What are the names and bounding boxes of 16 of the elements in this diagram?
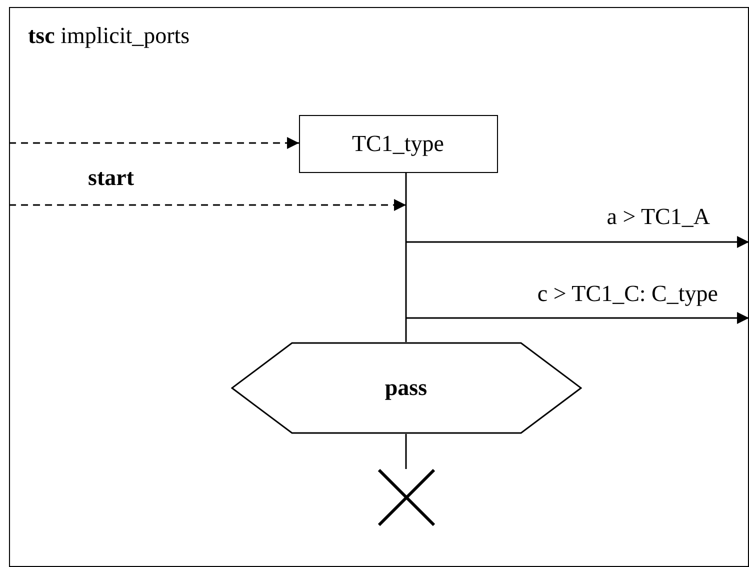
edge-label: start (88, 166, 134, 189)
lifeline (405, 434, 407, 469)
lifeline (405, 173, 407, 342)
dashed-arrow (9, 137, 299, 149)
edge-label: a > TC1_A (606, 205, 710, 228)
instance-name: TC1_type (352, 130, 444, 156)
verdict-hexagon (230, 342, 582, 434)
instance-box (298, 114, 498, 172)
message-arrow (406, 312, 749, 324)
message-arrow (406, 236, 749, 248)
stop-cross (378, 468, 434, 526)
frame-title: tsc implicit_ports (28, 24, 190, 47)
diagram-frame (9, 7, 749, 567)
dashed-arrow (9, 199, 406, 211)
edge-label: c > TC1_C: C_type (537, 282, 718, 305)
verdict-text: pass (384, 374, 428, 400)
